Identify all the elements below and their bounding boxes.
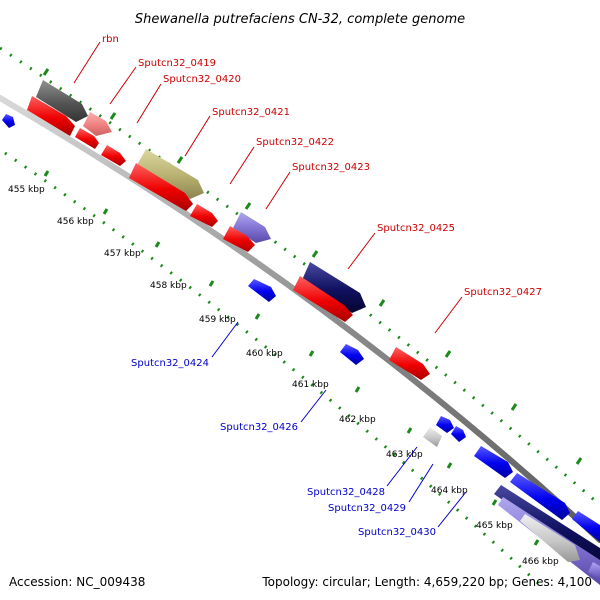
gene-sputcn32-0426[interactable] — [340, 344, 364, 365]
gene-cds-reverse[interactable] — [2, 114, 15, 128]
genome-backbone — [0, 95, 600, 543]
outer-feature-track — [36, 80, 366, 313]
tick-label: 460 kbp — [246, 349, 283, 359]
reverse-label-leaders — [211, 321, 467, 528]
outer-major-ticks — [42, 68, 583, 465]
genome-summary-text: Topology: circular; Length: 4,659,220 bp… — [261, 575, 592, 589]
gene-cds-forward[interactable] — [75, 128, 99, 149]
gene-sputcn32-0419[interactable] — [83, 112, 112, 136]
gene-cds-reverse[interactable] — [436, 416, 454, 433]
reverse-labels: Sputcn32_0424 Sputcn32_0426 Sputcn32_042… — [131, 358, 436, 538]
gene-label[interactable]: Sputcn32_0425 — [377, 223, 455, 234]
forward-label-leaders — [73, 41, 463, 334]
gene-label[interactable]: Sputcn32_0426 — [220, 422, 298, 433]
gene-label[interactable]: Sputcn32_0421 — [212, 107, 290, 118]
gene-cds-forward[interactable] — [101, 145, 126, 166]
tick-label: 465 kbp — [476, 521, 513, 531]
gene-sputcn32-0427[interactable] — [389, 347, 430, 380]
gene-label[interactable]: Sputcn32_0429 — [328, 503, 406, 514]
gene-sputcn32-0424[interactable] — [248, 279, 276, 302]
accession-text: Accession: NC_009438 — [9, 575, 145, 589]
gene-sputcn32-0429[interactable] — [510, 473, 570, 520]
tick-label: 459 kbp — [199, 315, 236, 325]
reverse-cds-track — [2, 114, 600, 585]
gene-label[interactable]: rbn — [102, 34, 119, 45]
gene-cds-forward[interactable] — [223, 226, 255, 252]
gene-cds-reverse[interactable] — [451, 426, 466, 442]
gene-cds-forward[interactable] — [293, 276, 353, 322]
tick-label: 457 kbp — [104, 249, 141, 259]
forward-labels: rbn Sputcn32_0419 Sputcn32_0420 Sputcn32… — [102, 34, 542, 298]
map-title: Shewanella putrefaciens CN-32, complete … — [135, 12, 465, 27]
gene-label[interactable]: Sputcn32_0424 — [131, 358, 209, 369]
outer-tick-track — [0, 46, 600, 507]
gene-sputcn32-0420[interactable] — [27, 96, 75, 136]
gene-sputcn32-0421[interactable] — [137, 149, 204, 199]
gene-cds-reverse[interactable] — [572, 511, 600, 542]
inner-major-ticks — [43, 170, 540, 546]
tick-label: 461 kbp — [292, 380, 329, 390]
ruler-labels: 455 kbp 456 kbp 457 kbp 458 kbp 459 kbp … — [8, 185, 559, 567]
gene-light-reverse[interactable] — [520, 514, 580, 562]
gene-sputcn32-0423[interactable] — [233, 212, 271, 243]
forward-cds-track — [27, 96, 430, 380]
gene-label[interactable]: Sputcn32_0427 — [464, 287, 542, 298]
gene-label[interactable]: Sputcn32_0428 — [307, 487, 385, 498]
tick-label: 463 kbp — [386, 450, 423, 460]
gene-rbn[interactable] — [36, 80, 88, 122]
gene-sputcn32-0422[interactable] — [129, 163, 193, 211]
tick-label: 462 kbp — [339, 415, 376, 425]
tick-label: 458 kbp — [150, 281, 187, 291]
tick-label: 456 kbp — [57, 217, 94, 227]
tick-label: 455 kbp — [8, 185, 45, 195]
gene-label[interactable]: Sputcn32_0422 — [256, 137, 334, 148]
gene-sputcn32-0425[interactable] — [302, 262, 366, 313]
tick-label: 464 kbp — [431, 486, 468, 496]
gene-sputcn32-0428[interactable] — [423, 427, 442, 447]
gene-cds-reverse[interactable] — [474, 446, 513, 478]
gene-label[interactable]: Sputcn32_0419 — [138, 58, 216, 69]
gene-cds-forward[interactable] — [190, 204, 218, 227]
tick-label: 466 kbp — [522, 557, 559, 567]
gene-label[interactable]: Sputcn32_0423 — [292, 162, 370, 173]
gene-label[interactable]: Sputcn32_0430 — [358, 527, 436, 538]
gene-label[interactable]: Sputcn32_0420 — [163, 74, 241, 85]
gene-lavender-reverse[interactable] — [588, 562, 600, 580]
